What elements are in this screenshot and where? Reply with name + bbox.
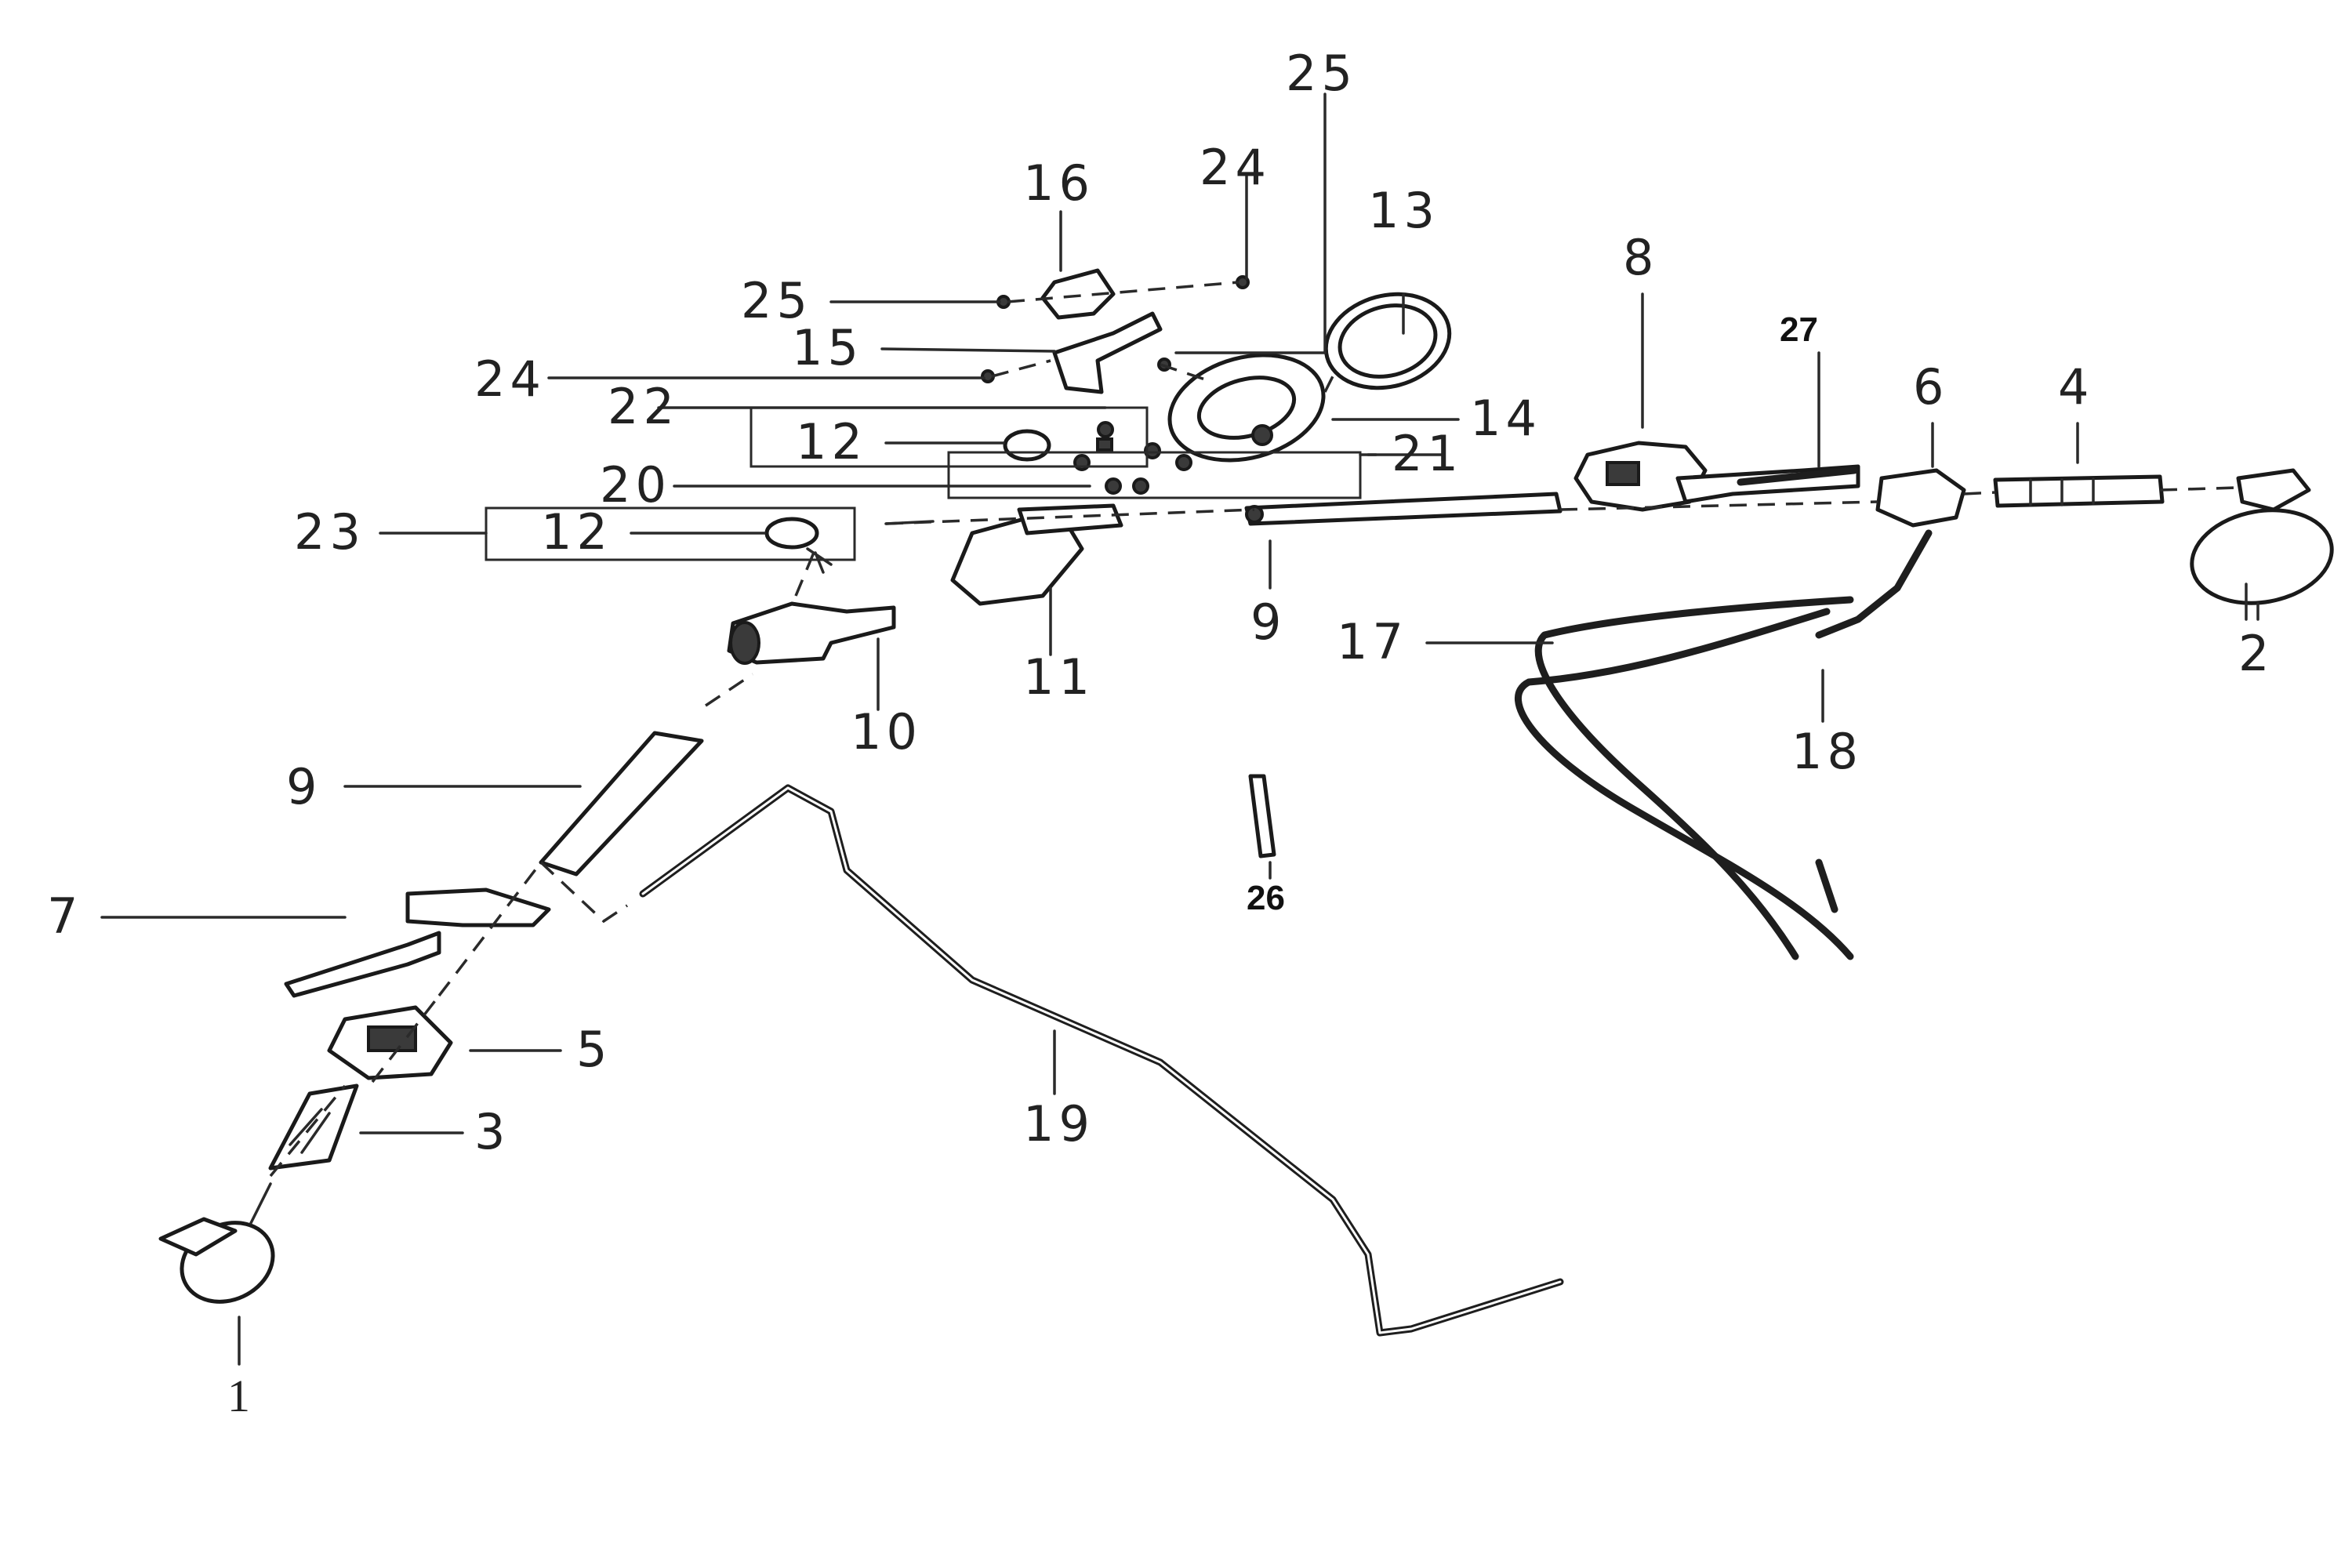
label-23: 23 [294,503,365,561]
label-8: 8 [1623,229,1658,286]
label-9-right: 9 [1250,593,1286,651]
label-14: 14 [1470,390,1541,447]
part-18-cable-ends [1815,529,1933,913]
part-3-left-grip [268,1083,359,1171]
label-3: 3 [474,1103,510,1160]
label-1: 1 [227,1370,250,1421]
part-13-meter-lens [1323,292,1452,390]
label-18: 18 [1791,723,1863,780]
part-14-meter-housing [1167,353,1326,463]
part-27-cable-segment [1737,466,1858,486]
label-9-left: 9 [286,758,321,815]
part-5-left-switch-housing [327,1005,453,1080]
label-25-left: 25 [741,272,812,329]
label-12-upper: 12 [796,413,867,470]
part-15-bracket [1052,311,1163,394]
label-15: 15 [792,319,863,376]
label-17: 17 [1337,613,1408,670]
label-24-left: 24 [474,350,546,408]
parts-fasteners [981,275,1250,383]
label-7: 7 [47,887,82,945]
label-6: 6 [1913,358,1948,416]
part-6-right-switch-housing [1875,468,1966,528]
label-21: 21 [1392,425,1463,482]
part-1-left-bar-end-mirror [158,1182,275,1304]
label-24-top: 24 [1200,139,1271,196]
part-2-right-bar-end-mirror [2190,468,2334,605]
part-10-left-control-assembly [727,601,896,665]
label-13: 13 [1368,182,1439,239]
part-12-upper-cap [1003,429,1051,462]
assembly-dashed-lines [269,281,2239,1178]
part-labels: 1 2 3 4 5 6 7 8 9 9 10 11 12 12 13 14 15… [47,45,2274,1421]
label-22: 22 [608,378,679,435]
label-12-lower: 12 [541,503,612,561]
part-17-throttle-cable [1514,596,1854,960]
part-19-brake-hose [639,784,1564,1337]
leader-lines [100,93,2259,1366]
label-10: 10 [851,703,922,760]
part-9-right-handlebar-tube [1244,492,1563,526]
label-26: 26 [1247,879,1285,917]
label-27: 27 [1780,310,1818,349]
label-19: 19 [1023,1095,1094,1152]
part-11-center-clamp [884,503,1123,606]
label-11: 11 [1023,648,1094,706]
parts-small-hardware [1073,421,1192,495]
label-2: 2 [2238,625,2274,682]
part-9-left-handlebar-tube [539,731,704,877]
label-25-top: 25 [1286,45,1357,102]
group-brackets [485,406,1362,561]
part-12-lower-cap [764,517,833,574]
label-20: 20 [600,456,671,514]
label-16: 16 [1023,154,1094,212]
part-26-pin [1248,774,1276,858]
label-4: 4 [2058,358,2093,416]
part-4-right-throttle-grip [1993,474,2165,508]
label-5: 5 [576,1021,612,1078]
